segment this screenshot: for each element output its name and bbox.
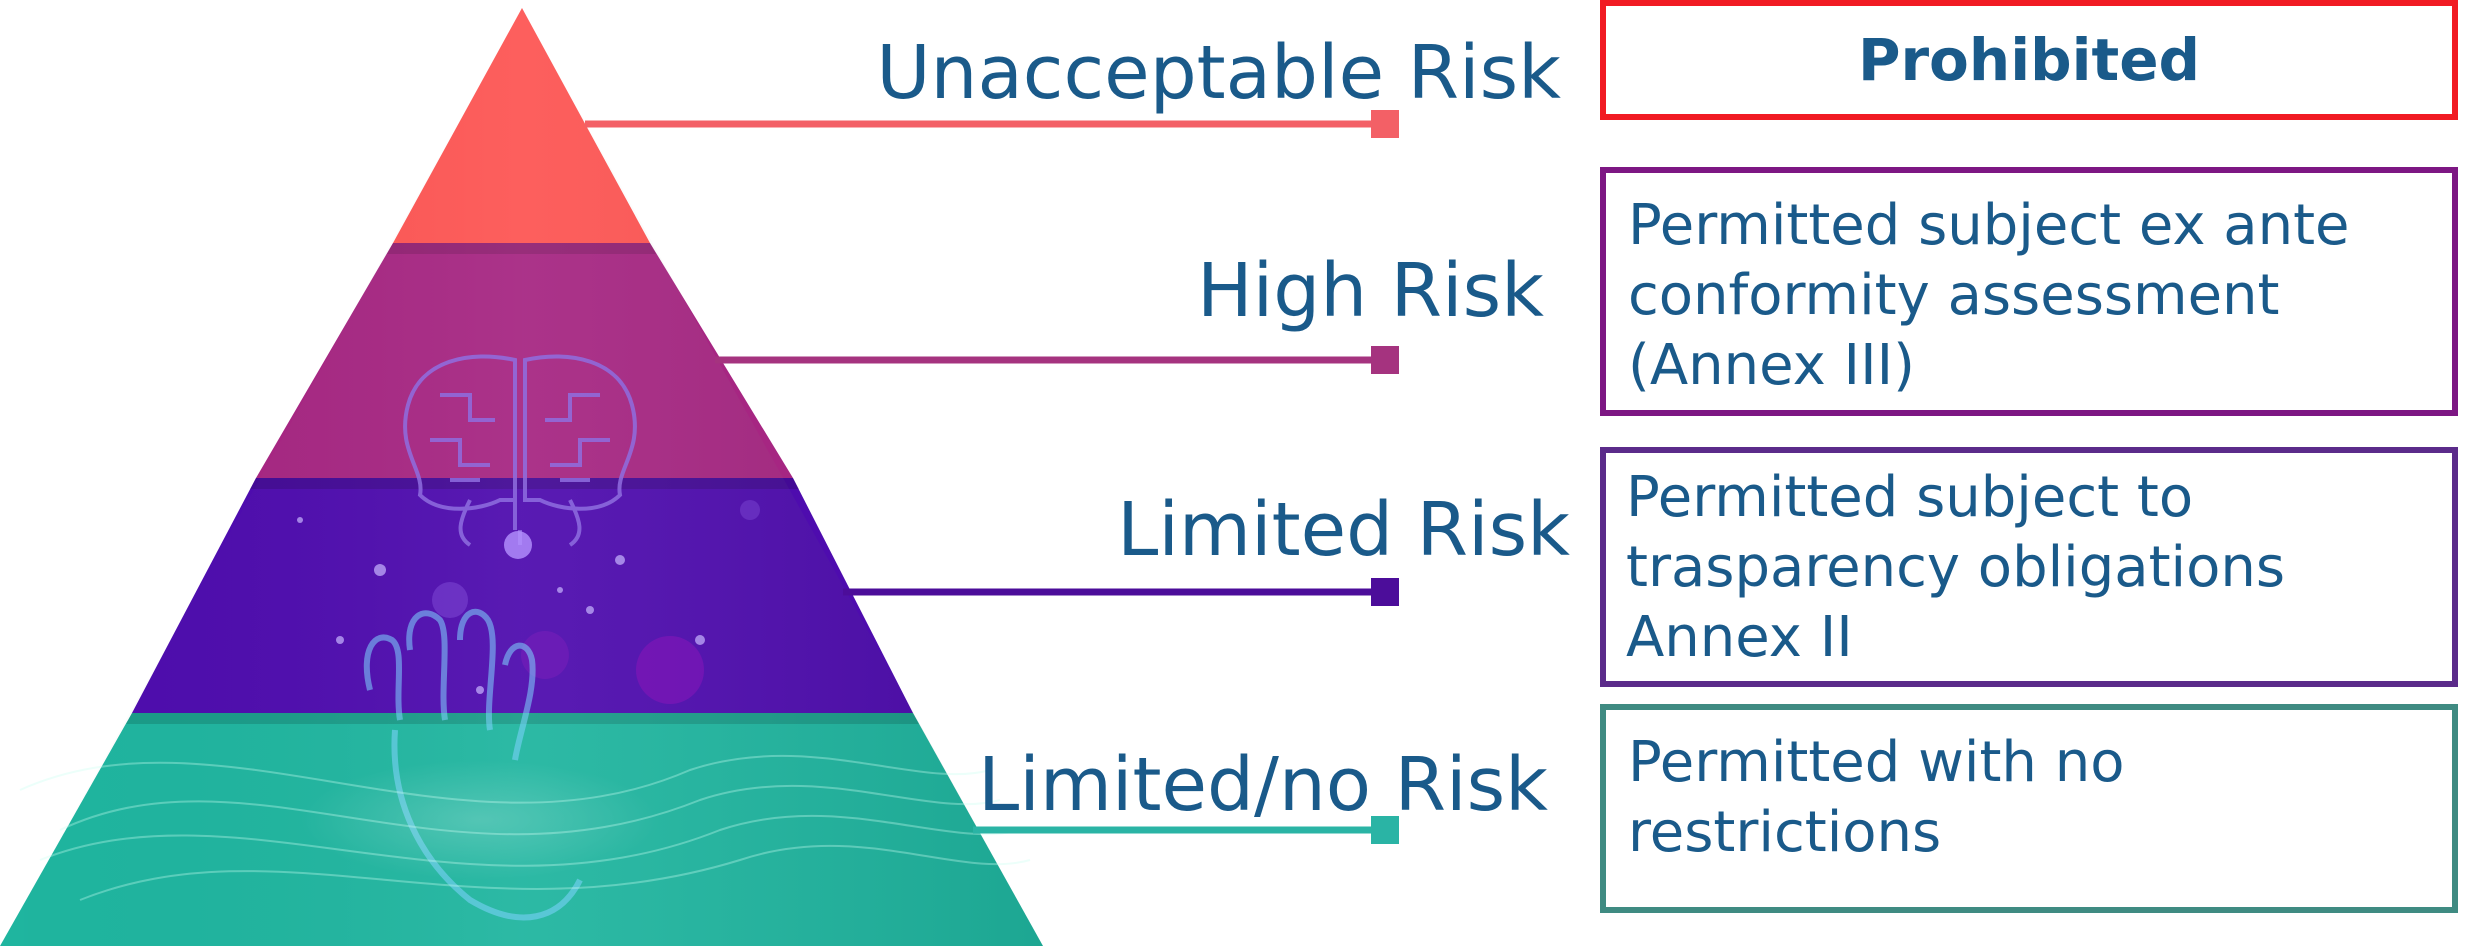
tier-label-high: High Risk bbox=[1197, 248, 1544, 334]
connector-endpoint-unacceptable bbox=[1371, 110, 1399, 138]
hand-icon bbox=[363, 608, 583, 921]
connector-endpoint-minimal bbox=[1371, 816, 1399, 844]
connector-endpoint-limited bbox=[1371, 578, 1399, 606]
tier-label-unacceptable: Unacceptable Risk bbox=[876, 30, 1561, 116]
circuit-node bbox=[504, 531, 532, 559]
description-box-minimal: Permitted with no restrictions bbox=[1600, 704, 2458, 913]
description-line: Permitted with no bbox=[1628, 730, 2125, 795]
tier-label-limited: Limited Risk bbox=[1117, 487, 1570, 573]
description-line: conformity assessment bbox=[1628, 263, 2280, 328]
pyramid-shading bbox=[0, 8, 1043, 946]
description-line: Permitted subject to bbox=[1626, 465, 2194, 530]
description-box-high: Permitted subject ex ante conformity ass… bbox=[1600, 167, 2458, 416]
glow bbox=[300, 760, 660, 880]
description-box-unacceptable: Prohibited bbox=[1600, 0, 2458, 120]
description-line: trasparency obligations bbox=[1626, 535, 2286, 600]
description-box-limited: Permitted subject to trasparency obligat… bbox=[1600, 447, 2458, 687]
description-line: (Annex III) bbox=[1628, 333, 1915, 398]
description-line: Annex II bbox=[1626, 605, 1853, 670]
description-prohibited: Prohibited bbox=[1857, 26, 2201, 94]
description-line: Permitted subject ex ante bbox=[1628, 193, 2350, 258]
circuit-brain-icon bbox=[403, 354, 637, 547]
connector-endpoint-high bbox=[1371, 346, 1399, 374]
tier-label-minimal: Limited/no Risk bbox=[978, 742, 1548, 828]
description-line: restrictions bbox=[1628, 800, 1942, 865]
